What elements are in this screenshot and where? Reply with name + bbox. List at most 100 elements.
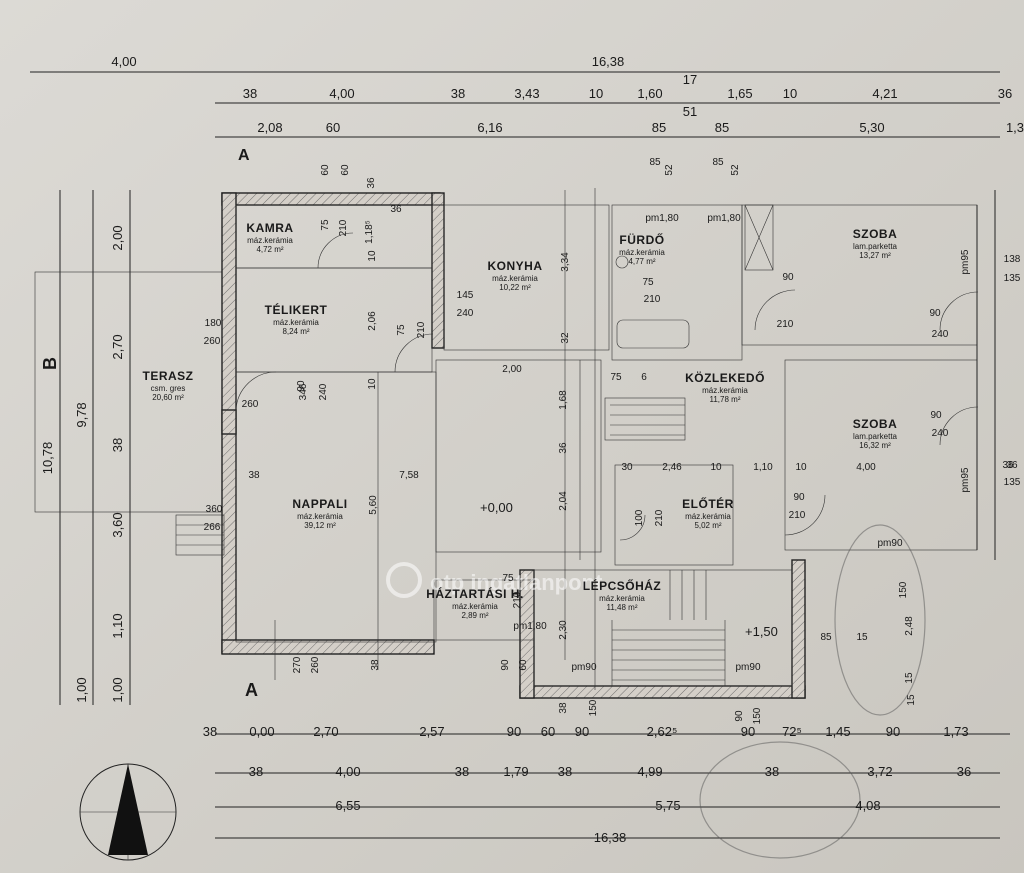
- dimension-value: 2,00: [110, 225, 125, 250]
- dimension-value: 75: [610, 372, 622, 383]
- dimension-value: 1,68: [558, 390, 569, 410]
- dimension-value: 4,08: [855, 798, 880, 813]
- toilet: [615, 255, 629, 269]
- terrace-steps: [175, 514, 225, 556]
- dimension-value: 210: [644, 294, 661, 305]
- room-area: 39,12 m²: [304, 521, 336, 530]
- room-finish: máz.kerámia: [297, 512, 343, 521]
- dimension-value: 1,18⁵: [364, 220, 375, 244]
- shower-window: [744, 204, 774, 271]
- room-finish: máz.kerámia: [273, 318, 319, 327]
- dimension-value: 1,60: [637, 86, 662, 101]
- room-area: 11,78 m²: [710, 395, 741, 404]
- dimension-value: pm90: [735, 662, 760, 673]
- room-finish: máz.kerámia: [247, 236, 293, 245]
- dimension-value: 75: [396, 324, 407, 336]
- dimension-value: 15: [904, 672, 915, 684]
- dimension-value: 150: [898, 581, 909, 598]
- dimension-value: 10: [589, 86, 603, 101]
- room-finish: lam.parketta: [853, 242, 898, 251]
- level-ground: +0,00: [480, 500, 513, 515]
- top-dimension-lines: [30, 71, 1010, 839]
- section-mark-top: A: [238, 147, 250, 164]
- dimension-value: 36: [366, 177, 377, 189]
- dimension-value: 10,78: [40, 442, 55, 475]
- dimension-value: 60: [541, 724, 555, 739]
- room-name: KONYHA: [487, 259, 542, 273]
- room-finish: máz.kerámia: [685, 512, 731, 521]
- dimension-value: 4,00: [329, 86, 354, 101]
- room-area: 16,32 m²: [859, 441, 891, 450]
- dimension-value: 5,60: [368, 495, 379, 515]
- room-area: 4,72 m²: [256, 245, 283, 254]
- dimension-value: 240: [457, 308, 474, 319]
- level-entry: +1,50: [745, 624, 778, 639]
- dimension-value: 4,00: [111, 54, 136, 69]
- dimension-value: 38: [558, 764, 572, 779]
- approval-stamp: [699, 524, 926, 859]
- room-area: 10,22 m²: [499, 283, 531, 292]
- room-finish: lam.parketta: [853, 432, 898, 441]
- dimension-value: 138: [1004, 254, 1021, 265]
- dimension-value: 75: [502, 573, 514, 584]
- room-area: 4,77 m²: [628, 257, 655, 266]
- dimension-value: 90: [741, 724, 755, 739]
- bathtub: [616, 319, 690, 349]
- dimension-value: pm90: [571, 662, 596, 673]
- dimension-value: 2,70: [110, 334, 125, 359]
- dimension-value: 260: [242, 399, 259, 410]
- dimension-value: 16,38: [594, 830, 627, 845]
- dimension-value: 38: [203, 724, 217, 739]
- dimension-value: 1,3: [1006, 120, 1024, 135]
- dimension-value: 36: [1002, 460, 1014, 471]
- room-name: KÖZLEKEDŐ: [685, 370, 765, 385]
- dimension-value: pm1,80: [513, 621, 547, 632]
- room-name: KAMRA: [246, 221, 293, 235]
- dimension-value: 3,72: [867, 764, 892, 779]
- dimension-value: 32: [560, 332, 571, 344]
- section-mark-left: B: [40, 357, 60, 370]
- dimension-value: 60: [326, 120, 340, 135]
- dimension-value: 2,62⁵: [647, 724, 678, 739]
- room-finish: máz.kerámia: [599, 594, 645, 603]
- dimension-value: 3,34: [560, 252, 571, 272]
- dimension-value: 10: [783, 86, 797, 101]
- dimension-value: 90: [930, 410, 942, 421]
- room-name: SZOBA: [853, 227, 898, 241]
- dimension-value: 4,00: [856, 462, 876, 473]
- dimension-value: 6: [641, 372, 647, 383]
- dimension-value: 85: [649, 157, 661, 168]
- dimension-value: 0,00: [249, 724, 274, 739]
- dimension-value: 38: [243, 86, 257, 101]
- dimension-value: 38: [558, 702, 569, 714]
- dimension-value: 260: [310, 656, 321, 673]
- room-finish: máz.kerámia: [619, 248, 665, 257]
- dimension-value: 346: [298, 383, 309, 400]
- dimension-value: pm1,80: [645, 213, 679, 224]
- dimension-value: 36: [1006, 460, 1018, 471]
- watermark-logo: otp ingatlanpont: [386, 562, 603, 598]
- dimension-value: 2,70: [313, 724, 338, 739]
- dimension-value: 38: [455, 764, 469, 779]
- dimension-value: 3,60: [110, 512, 125, 537]
- dimension-value: 85: [715, 120, 729, 135]
- dimension-value: 4,00: [335, 764, 360, 779]
- dimension-value: 210: [512, 591, 523, 608]
- dimension-value: 135: [1004, 273, 1021, 284]
- dimension-value: 9,78: [74, 402, 89, 427]
- room-finish: máz.kerámia: [702, 386, 748, 395]
- dimension-value: 52: [664, 164, 675, 176]
- dimension-value: 100: [634, 509, 645, 526]
- room-name: NAPPALI: [292, 497, 347, 511]
- dimension-value: 3,43: [514, 86, 539, 101]
- watermark-text: otp ingatlanpont: [430, 570, 603, 595]
- dimension-value: 210: [654, 509, 665, 526]
